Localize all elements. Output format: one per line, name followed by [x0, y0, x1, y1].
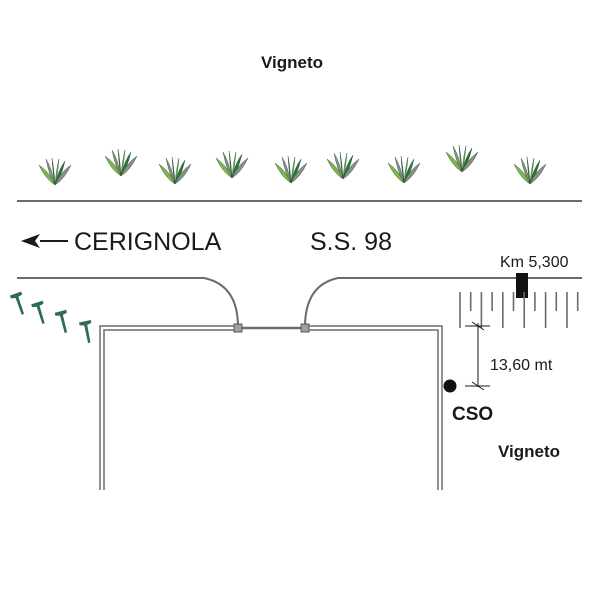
filled-circle-icon: [443, 379, 457, 393]
vine-row: [38, 144, 547, 186]
km-post-icon: [516, 273, 528, 298]
site-label: CSO: [452, 404, 493, 425]
road-edge-bottom-left: [17, 277, 239, 328]
tree-icon: [54, 309, 68, 333]
vine-plant-icon: [274, 155, 308, 184]
vine-plant-icon: [38, 157, 72, 186]
km-label: Km 5,300: [500, 254, 569, 271]
road-name-label: S.S. 98: [310, 228, 392, 256]
tree-icon: [79, 319, 92, 344]
gate-post-right: [300, 323, 310, 333]
tree-row: [9, 291, 92, 344]
vine-plant-icon: [326, 151, 360, 180]
tree-icon: [31, 300, 45, 324]
road-edge-bottom-right: [304, 277, 582, 328]
vine-plant-icon: [215, 150, 249, 179]
distance-dimension: [465, 321, 490, 391]
vineyard-right-label: Vigneto: [498, 442, 560, 461]
tree-icon: [9, 291, 25, 315]
direction-label: CERIGNOLA: [74, 228, 222, 256]
distance-label: 13,60 mt: [490, 357, 553, 374]
guardrail-ticks: [459, 292, 579, 328]
arrow-left-icon: [21, 234, 68, 248]
vine-plant-icon: [445, 144, 479, 173]
vine-plant-icon: [387, 155, 421, 184]
gate-post-left: [233, 323, 243, 333]
vine-plant-icon: [104, 148, 138, 177]
vineyard-top-label: Vigneto: [261, 53, 323, 72]
property-boundary: [99, 323, 443, 490]
vine-plant-icon: [513, 156, 547, 185]
vine-plant-icon: [158, 156, 192, 185]
